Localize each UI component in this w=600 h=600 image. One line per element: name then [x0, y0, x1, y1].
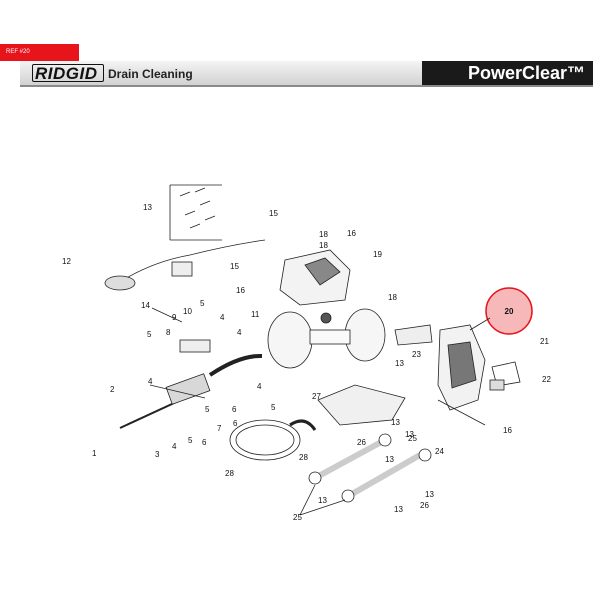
part-label: 3 [155, 450, 160, 459]
part-label: 19 [373, 250, 382, 259]
part-label: 14 [141, 301, 150, 310]
part-label: 18 [388, 293, 397, 302]
part-label: 5 [147, 330, 152, 339]
part-label: 6 [232, 405, 237, 414]
part-label: 21 [540, 337, 549, 346]
part-label: 5 [188, 436, 193, 445]
part-label: 22 [542, 375, 551, 384]
part-label: 25 [408, 434, 417, 443]
part-label: 25 [293, 513, 302, 522]
part-label: 13 [405, 430, 414, 439]
highlight-callout [485, 287, 533, 335]
part-label: 13 [318, 496, 327, 505]
part-label: 4 [257, 382, 262, 391]
header-grey-band [20, 61, 422, 87]
part-label: 27 [312, 392, 321, 401]
part-label: 6 [202, 438, 207, 447]
part-label: 13 [395, 359, 404, 368]
part-label: 12 [62, 257, 71, 266]
ref-tag: REF #20 [0, 44, 79, 61]
part-label: 4 [148, 377, 153, 386]
section-title: Drain Cleaning [108, 67, 193, 81]
part-label: 16 [236, 286, 245, 295]
part-label: 4 [237, 328, 242, 337]
part-label: 6 [233, 419, 238, 428]
brand-logo: RIDGID [35, 64, 98, 83]
part-label: 10 [183, 307, 192, 316]
part-label: 13 [385, 455, 394, 464]
part-label: 15 [230, 262, 239, 271]
part-label: 13 [391, 418, 400, 427]
part-label: 28 [225, 469, 234, 478]
part-label: 15 [269, 209, 278, 218]
part-label: 8 [166, 328, 171, 337]
page-header: RIDGID Drain Cleaning PowerClear™ [20, 61, 593, 87]
part-label: 1 [92, 449, 97, 458]
part-label: 11 [251, 310, 260, 319]
part-labels: 13 15 18 16 18 19 12 15 14 16 18 11 5 10… [62, 203, 551, 522]
part-label: 4 [220, 313, 225, 322]
screw-cluster [179, 187, 216, 229]
part-label: 5 [271, 403, 276, 412]
brand-logo-frame [32, 64, 104, 82]
product-title: PowerClear™ [467, 63, 585, 83]
part-label: 13 [394, 505, 403, 514]
part-label: 7 [217, 424, 222, 433]
part-label: 16 [503, 426, 512, 435]
part-label: 2 [110, 385, 115, 394]
part-label: 5 [205, 405, 210, 414]
part-label: 13 [425, 490, 434, 499]
part-label: 26 [420, 501, 429, 510]
header-dark-band [422, 61, 593, 87]
part-label: 23 [412, 350, 421, 359]
part-label: 5 [200, 299, 205, 308]
part-label: 26 [357, 438, 366, 447]
part-label: 18 [319, 241, 328, 250]
part-label: 18 [319, 230, 328, 239]
part-label: 24 [435, 447, 444, 456]
part-label: 9 [172, 313, 177, 322]
callout-label: 20 [505, 307, 514, 316]
part-label: 16 [347, 229, 356, 238]
header-rule [20, 85, 593, 87]
part-label: 4 [172, 442, 177, 451]
part-label: 28 [299, 453, 308, 462]
part-label: 13 [143, 203, 152, 212]
